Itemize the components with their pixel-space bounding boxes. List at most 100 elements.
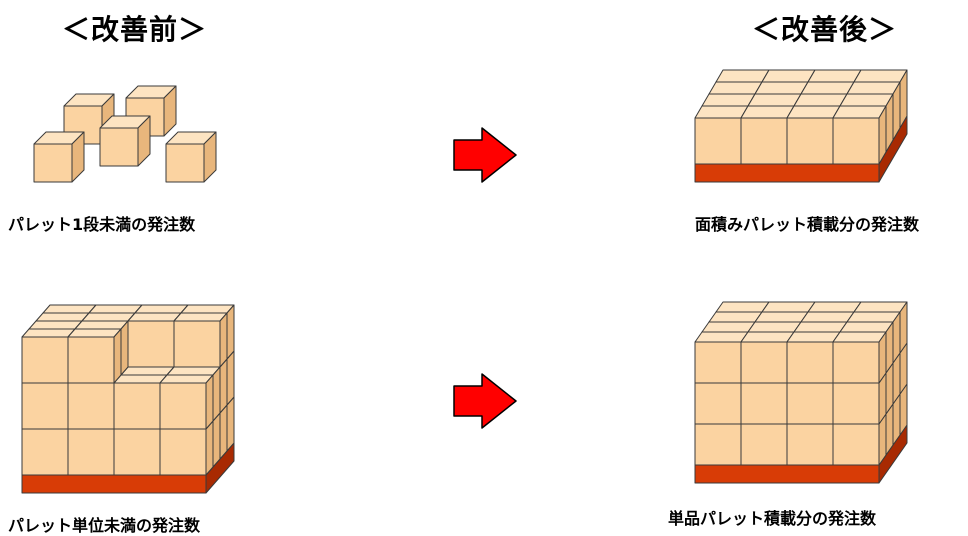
before-bottom-caption: パレット単位未満の発注数 [8, 516, 201, 535]
cardboard-box-icon [99, 115, 151, 167]
after-top-caption: 面積みパレット積載分の発注数 [695, 215, 920, 234]
cardboard-box-icon [33, 131, 85, 183]
box-front [67, 428, 115, 476]
box-top [793, 93, 848, 107]
box-front [33, 143, 73, 183]
box-side [113, 328, 122, 384]
box-top [88, 304, 143, 314]
box-side [899, 301, 908, 354]
cardboard-box-icon [832, 105, 887, 165]
box-side [205, 420, 214, 476]
box-side [226, 304, 235, 360]
box-top [42, 304, 97, 314]
full-pallet-illustration [694, 301, 908, 484]
before-top-caption: パレット1段未満の発注数 [8, 215, 196, 234]
box-top [800, 311, 855, 323]
box-front [159, 382, 207, 430]
box-top [800, 81, 855, 95]
box-front [786, 341, 834, 384]
box-front [786, 117, 834, 165]
box-side [212, 412, 221, 468]
right-arrow-icon [453, 373, 517, 429]
box-side [226, 350, 235, 406]
box-front [113, 382, 161, 430]
loose-boxes-illustration [33, 85, 217, 183]
box-front [786, 423, 834, 466]
box-top [159, 374, 214, 384]
box-top [846, 311, 901, 323]
box-side [212, 366, 221, 422]
right-arrow-icon [453, 127, 517, 183]
box-front [832, 423, 880, 466]
cardboard-box-icon [694, 331, 749, 384]
box-top [173, 312, 228, 322]
box-front [740, 423, 788, 466]
box-top [832, 105, 887, 119]
box-front [159, 428, 207, 476]
cardboard-box-icon [786, 331, 841, 384]
box-top [694, 105, 749, 119]
arrow-shape [453, 127, 517, 183]
box-side [892, 311, 901, 364]
box-top [715, 301, 770, 313]
box-front [832, 117, 880, 165]
box-top [74, 320, 129, 330]
cardboard-box-icon [113, 374, 168, 430]
box-top [761, 69, 816, 83]
box-top [701, 93, 756, 107]
box-top [754, 81, 809, 95]
box-top [28, 320, 83, 330]
box-top [21, 328, 76, 338]
box-side [226, 396, 235, 452]
box-front [21, 382, 69, 430]
after-bottom-caption: 単品パレット積載分の発注数 [668, 509, 877, 528]
before-heading: ＜改善前＞ [62, 13, 208, 46]
box-front [127, 320, 175, 368]
box-top [35, 312, 90, 322]
box-side [120, 320, 129, 376]
box-front [99, 127, 139, 167]
single-layer-pallet-illustration [694, 69, 908, 183]
box-front [165, 143, 205, 183]
box-front [113, 428, 161, 476]
box-top [701, 321, 756, 333]
arrow-shape [453, 373, 517, 429]
box-top [127, 312, 182, 322]
box-top [740, 105, 795, 119]
box-top [846, 81, 901, 95]
box-front [740, 117, 788, 165]
cardboard-box-icon [21, 328, 76, 384]
box-top [793, 321, 848, 333]
box-top [761, 301, 816, 313]
after-heading: ＜改善後＞ [752, 13, 898, 46]
cardboard-box-icon [127, 312, 182, 368]
box-front [694, 382, 742, 425]
box-top [180, 304, 235, 314]
box-top [113, 374, 168, 384]
box-top [747, 93, 802, 107]
box-front [694, 423, 742, 466]
box-front [694, 163, 880, 183]
box-top [786, 105, 841, 119]
box-top [839, 93, 894, 107]
cardboard-box-icon [832, 331, 887, 384]
box-front [694, 464, 880, 484]
box-top [715, 69, 770, 83]
box-top [853, 69, 908, 83]
box-front [21, 428, 69, 476]
box-front [786, 382, 834, 425]
box-front [21, 336, 69, 384]
box-front [740, 341, 788, 384]
box-front [694, 341, 742, 384]
box-top [67, 328, 122, 338]
box-top [120, 366, 175, 376]
box-front [832, 382, 880, 425]
box-top [807, 69, 862, 83]
cardboard-box-icon [740, 105, 795, 165]
box-front [21, 474, 207, 494]
box-side [878, 331, 887, 384]
partial-pallet-illustration [21, 304, 235, 494]
cardboard-box-icon [740, 331, 795, 384]
box-side [205, 374, 214, 430]
